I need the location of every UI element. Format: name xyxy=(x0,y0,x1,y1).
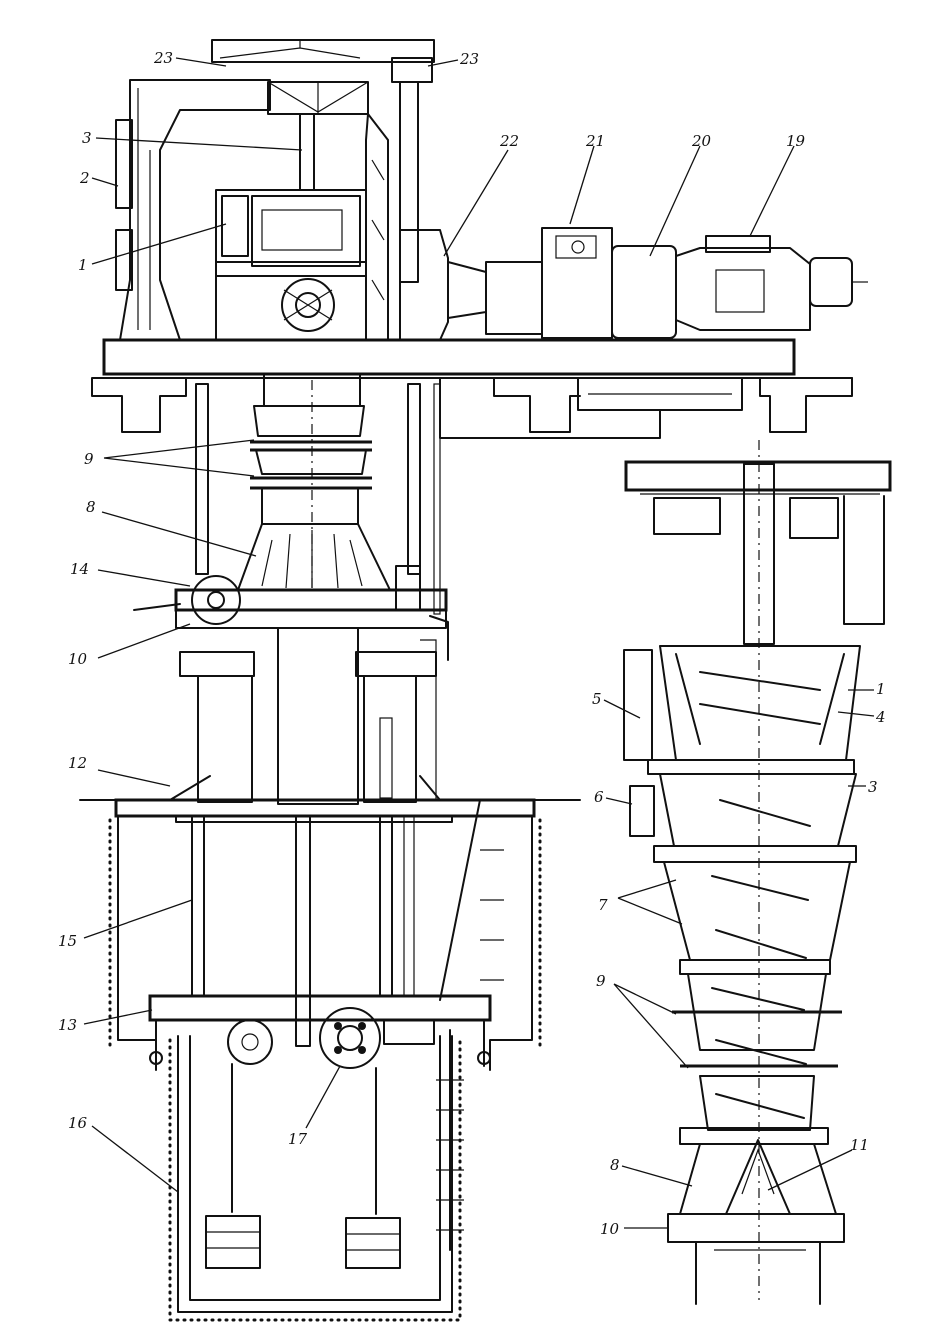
callout-13: 13 xyxy=(58,1016,77,1034)
detail-nozzle xyxy=(667,1139,845,1305)
section-detail-view xyxy=(623,440,892,1305)
cylinder-block xyxy=(179,627,437,805)
callout-19: 19 xyxy=(786,132,806,150)
callout-23-right: 23 xyxy=(459,50,479,68)
callout-5-right: 5 xyxy=(592,690,602,708)
callout-labels: 23 23 3 2 22 21 20 19 1 9 8 14 10 12 15 … xyxy=(58,49,886,1238)
callout-10-left: 10 xyxy=(68,650,88,668)
callout-3-right: 3 xyxy=(868,778,878,796)
lower-beam xyxy=(148,994,492,1067)
callout-15: 15 xyxy=(58,932,77,950)
main-installation-view xyxy=(79,39,868,1322)
callout-8-right: 8 xyxy=(610,1156,620,1174)
callout-9-left: 9 xyxy=(84,450,94,468)
carriage xyxy=(133,565,449,661)
detail-feed-chamber xyxy=(623,645,861,775)
callout-leaders xyxy=(83,57,875,1229)
callout-21: 21 xyxy=(585,132,605,150)
callout-6-right: 6 xyxy=(594,788,604,806)
callout-11-right: 11 xyxy=(850,1136,869,1154)
pit xyxy=(108,815,542,1322)
callout-7-right: 7 xyxy=(598,896,608,914)
callout-14: 14 xyxy=(70,560,89,578)
gearbox xyxy=(215,189,367,341)
callout-3: 3 xyxy=(82,129,92,147)
counterweights xyxy=(205,1063,401,1269)
callout-2: 2 xyxy=(79,169,90,187)
callout-22: 22 xyxy=(499,132,519,150)
chain xyxy=(436,1029,464,1251)
detail-screw-barrel xyxy=(629,773,857,1145)
callout-20: 20 xyxy=(691,132,712,150)
press-barrel xyxy=(237,373,391,591)
base-platform xyxy=(91,338,853,439)
ground-beam xyxy=(79,775,581,823)
detail-shaft xyxy=(743,440,775,1300)
callout-12: 12 xyxy=(68,754,87,772)
callout-1-right: 1 xyxy=(876,680,886,698)
callout-10-right: 10 xyxy=(600,1220,620,1238)
callout-4-right: 4 xyxy=(875,708,886,726)
callout-9-right: 9 xyxy=(596,972,606,990)
frame-column xyxy=(115,79,271,341)
callout-23-left: 23 xyxy=(153,49,173,67)
pit-rods xyxy=(191,799,504,1047)
winch-drums xyxy=(227,1007,381,1069)
callout-16: 16 xyxy=(68,1114,88,1132)
callout-1: 1 xyxy=(78,256,88,274)
callout-8-left: 8 xyxy=(86,498,96,516)
callout-17: 17 xyxy=(288,1130,308,1148)
guide-rods xyxy=(195,383,441,615)
detail-top-frame xyxy=(624,460,892,625)
drive-train xyxy=(399,227,868,341)
